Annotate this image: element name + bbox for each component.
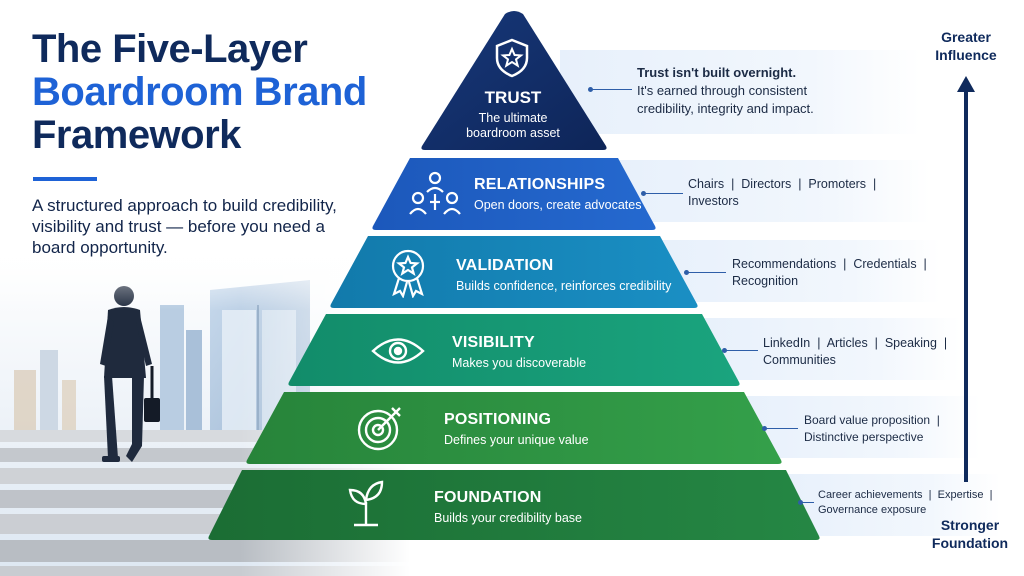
trust-desc-line-2: boardroom asset [466, 126, 560, 140]
validation-layer-label: VALIDATION Builds confidence, reinforces… [456, 257, 671, 293]
relationships-desc: Open doors, create advocates [474, 198, 642, 212]
greater-influence-label: Greater Influence [935, 29, 997, 63]
validation-name: VALIDATION [456, 257, 554, 274]
visibility-note-panel [690, 318, 960, 380]
pyramid-layer-validation [330, 236, 698, 308]
pyramid-layer-foundation [208, 470, 820, 540]
page-title: The Five-Layer Boardroom Brand Framework [32, 28, 367, 157]
title-underline [33, 177, 97, 181]
positioning-layer-label: POSITIONING Defines your unique value [444, 411, 589, 447]
pyramid-layer-relationships [372, 158, 656, 230]
positioning-desc: Defines your unique value [444, 433, 589, 447]
trust-layer-label: TRUST The ultimate boardroom asset [448, 88, 578, 141]
shield-star-icon [494, 38, 530, 83]
relationships-note-panel [610, 160, 930, 222]
visibility-note: LinkedIn | Articles | Speaking | Communi… [763, 336, 955, 367]
title-line-1: The Five-Layer [32, 27, 308, 71]
validation-desc: Builds confidence, reinforces credibilit… [456, 279, 672, 293]
target-icon [356, 404, 404, 457]
validation-note-panel [650, 240, 940, 302]
eye-icon [370, 334, 426, 373]
pyramid-layer-trust [421, 11, 607, 150]
stronger-foundation-label: Stronger Foundation [931, 517, 1009, 551]
pyramid-layer-visibility [288, 314, 740, 386]
award-ribbon-icon [388, 248, 428, 303]
trust-desc-line-1: The ultimate [478, 111, 548, 125]
visibility-desc: Makes you discoverable [452, 356, 587, 370]
positioning-name: POSITIONING [444, 411, 552, 428]
relationships-name: RELATIONSHIPS [474, 176, 606, 193]
foundation-desc: Builds your credibility base [434, 511, 582, 525]
foundation-name: FOUNDATION [434, 489, 542, 506]
visibility-connector-line [724, 350, 758, 351]
trust-note: Trust isn't built overnight. It's earned… [637, 64, 867, 118]
trust-connector-line [590, 89, 632, 90]
positioning-connector-line [764, 428, 798, 429]
visibility-name: VISIBILITY [452, 334, 535, 351]
trust-note-head: Trust isn't built overnight. [637, 65, 797, 80]
title-line-2: Boardroom Brand [32, 70, 367, 114]
foundation-note: Career achievements | Expertise | Govern… [818, 489, 999, 516]
foundation-connector-line [800, 502, 814, 503]
validation-note: Recommendations | Credentials | Recognit… [732, 257, 934, 288]
trust-note-body: It's earned through consistent credibili… [637, 83, 814, 116]
sprout-icon [346, 480, 386, 533]
positioning-note: Board value proposition | Distinctive pe… [804, 413, 947, 444]
title-line-3: Framework [32, 113, 241, 157]
subtitle: A structured approach to build credibili… [32, 196, 337, 257]
foundation-layer-label: FOUNDATION Builds your credibility base [434, 489, 582, 525]
people-network-icon [408, 170, 462, 221]
visibility-layer-label: VISIBILITY Makes you discoverable [452, 334, 586, 370]
relationships-layer-label: RELATIONSHIPS Open doors, create advocat… [474, 176, 641, 212]
validation-connector-line [686, 272, 726, 273]
influence-arrow-shaft [964, 88, 968, 482]
trust-name: TRUST [484, 88, 542, 107]
trust-note-panel [560, 50, 920, 134]
relationships-connector-line [643, 193, 683, 194]
relationships-note: Chairs | Directors | Promoters | Investo… [688, 177, 884, 208]
arrow-up-icon [957, 76, 975, 92]
